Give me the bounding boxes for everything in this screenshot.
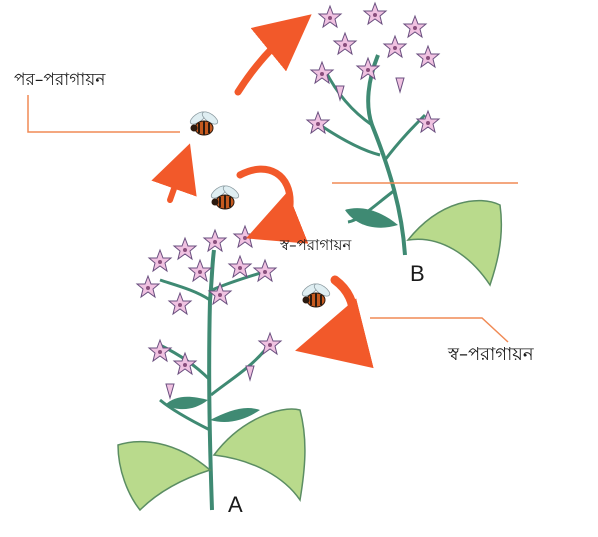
leaf-a-left (118, 442, 210, 510)
leader-self-lower (370, 318, 508, 342)
arrow-self-upper (240, 169, 290, 228)
bee-middle (209, 184, 240, 209)
bee-top (188, 110, 219, 135)
label-plant-b: B (410, 263, 425, 285)
leaf-b-left (345, 208, 398, 228)
arrow-cross-upper (238, 32, 290, 92)
label-self-pollination-lower: স্ব–পরাগায়ন (448, 346, 534, 364)
label-self-pollination-upper: স্ব–পরাগায়ন (280, 238, 351, 253)
bee-right (300, 282, 331, 307)
flowers-b (307, 3, 439, 133)
label-plant-a: A (228, 494, 243, 516)
arrow-self-lower (330, 280, 353, 342)
arrow-cross-lower (170, 166, 182, 200)
leaf-a-right (214, 409, 305, 500)
label-cross-pollination: পর–পরাগায়ন (14, 72, 105, 89)
plant-a (118, 226, 305, 510)
leader-cross (28, 95, 180, 132)
